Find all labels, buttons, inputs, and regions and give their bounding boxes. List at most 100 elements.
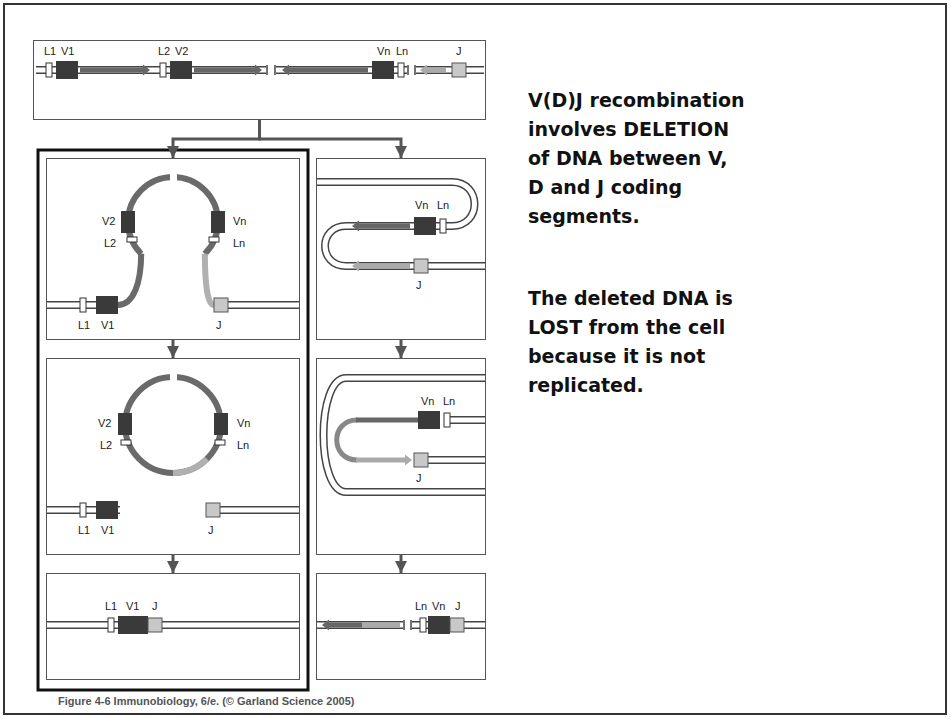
- v-segment: [121, 211, 135, 233]
- excised-circle: [125, 377, 221, 473]
- segment-label: J: [216, 319, 222, 332]
- break-gap: [170, 172, 177, 182]
- v-segment: [118, 616, 148, 634]
- dna-strand: [324, 378, 487, 492]
- segment-label: L2: [158, 45, 170, 58]
- stage-panel: V2VnL2LnL1V1J: [46, 358, 300, 555]
- segment-label: Ln: [443, 395, 455, 408]
- segment-label: Vn: [432, 600, 445, 613]
- segment-label: Ln: [437, 199, 449, 212]
- segment-label: V2: [175, 45, 188, 58]
- leader-segment: [127, 237, 137, 242]
- segment-label: Vn: [233, 215, 246, 228]
- dna-strand: [46, 621, 300, 629]
- j-segment: [148, 618, 162, 632]
- break-gap: [407, 64, 416, 76]
- segment-label: L1: [105, 600, 117, 613]
- leader-segment: [444, 413, 450, 427]
- intergenic-arrow: [420, 65, 446, 76]
- v-segment: [372, 61, 394, 79]
- segment-label: Ln: [233, 237, 245, 250]
- j-segment: [450, 618, 464, 632]
- segment-label: L2: [100, 439, 112, 452]
- leader-segment: [46, 63, 52, 77]
- v-segment: [118, 413, 132, 435]
- v-segment: [56, 61, 78, 79]
- segment-label: L1: [44, 45, 56, 58]
- slide-border: [4, 4, 946, 714]
- segment-label: Vn: [377, 45, 390, 58]
- v-segment: [414, 217, 436, 235]
- intergenic-arrow: [322, 620, 362, 631]
- segment-label: V1: [101, 319, 114, 332]
- stage-panel: L1 V1 L2 V2 Vn Ln J: [33, 40, 486, 120]
- segment-label: J: [152, 600, 158, 613]
- dark-flank: [118, 254, 141, 305]
- segment-label: V1: [61, 45, 74, 58]
- segment-label: Vn: [237, 417, 250, 430]
- j-segment: [414, 259, 428, 273]
- step-arrow: [172, 555, 175, 573]
- dna-strand: [446, 416, 486, 424]
- j-segment: [206, 503, 220, 517]
- stage-panel: VnLnJ: [316, 158, 486, 340]
- slide-note: V(D)J recombination involves DELETION of…: [528, 86, 747, 231]
- segment-label: Ln: [396, 45, 408, 58]
- segment-label: Ln: [237, 439, 249, 452]
- segment-label: J: [416, 472, 422, 485]
- v-segment: [211, 211, 225, 233]
- dna-strand: [316, 182, 486, 266]
- segment-label: J: [456, 45, 462, 58]
- step-arrow: [400, 555, 403, 573]
- intergenic-arrow: [352, 221, 410, 232]
- intergenic-arrow: [362, 623, 400, 628]
- light-flank: [205, 254, 214, 305]
- segment-label: V1: [126, 600, 139, 613]
- dna-strand: [46, 623, 300, 628]
- v-segment: [96, 296, 118, 314]
- leader-segment: [420, 618, 426, 632]
- break-gap: [266, 64, 276, 76]
- hairpin-turn: [337, 420, 357, 460]
- break-mark: [414, 65, 416, 75]
- segment-label: V1: [101, 524, 114, 537]
- step-arrow: [173, 120, 260, 158]
- step-arrow: [172, 340, 175, 358]
- leader-segment: [215, 440, 225, 445]
- dna-strand: [446, 418, 486, 423]
- leader-segment: [398, 63, 404, 77]
- segment-label: L1: [78, 524, 90, 537]
- dna-strand: [316, 182, 486, 266]
- segment-label: Vn: [415, 199, 428, 212]
- segment-label: J: [208, 524, 214, 537]
- break-mark: [407, 65, 409, 75]
- v-segment: [418, 411, 440, 429]
- break-mark: [410, 620, 412, 630]
- break-mark: [274, 65, 276, 75]
- intergenic-arrow: [352, 261, 410, 272]
- stage-panel: L1 V1 J: [46, 573, 300, 680]
- leader-segment: [160, 63, 166, 77]
- step-arrow: [400, 340, 403, 358]
- j-segment: [214, 298, 228, 312]
- dna-strand: [324, 378, 487, 492]
- light-arc: [173, 459, 207, 473]
- looped-dna: [128, 177, 218, 254]
- break-mark: [266, 65, 268, 75]
- leader-segment: [80, 503, 86, 517]
- stage-panel: LnVnJ: [316, 573, 486, 680]
- v-segment: [170, 61, 192, 79]
- segment-label: Ln: [415, 600, 427, 613]
- leader-segment: [440, 219, 446, 233]
- break-gap: [403, 619, 412, 631]
- j-segment: [452, 63, 466, 77]
- dna-strand: [428, 456, 486, 464]
- leader-segment: [121, 440, 131, 445]
- intergenic-arrow: [282, 65, 368, 76]
- slide-note: The deleted DNA is LOST from the cell be…: [528, 284, 768, 400]
- stage-panel: Vn LnJ: [316, 358, 486, 555]
- break-gap: [170, 372, 177, 382]
- segment-label: Vn: [421, 395, 434, 408]
- intergenic-arrow: [194, 65, 262, 76]
